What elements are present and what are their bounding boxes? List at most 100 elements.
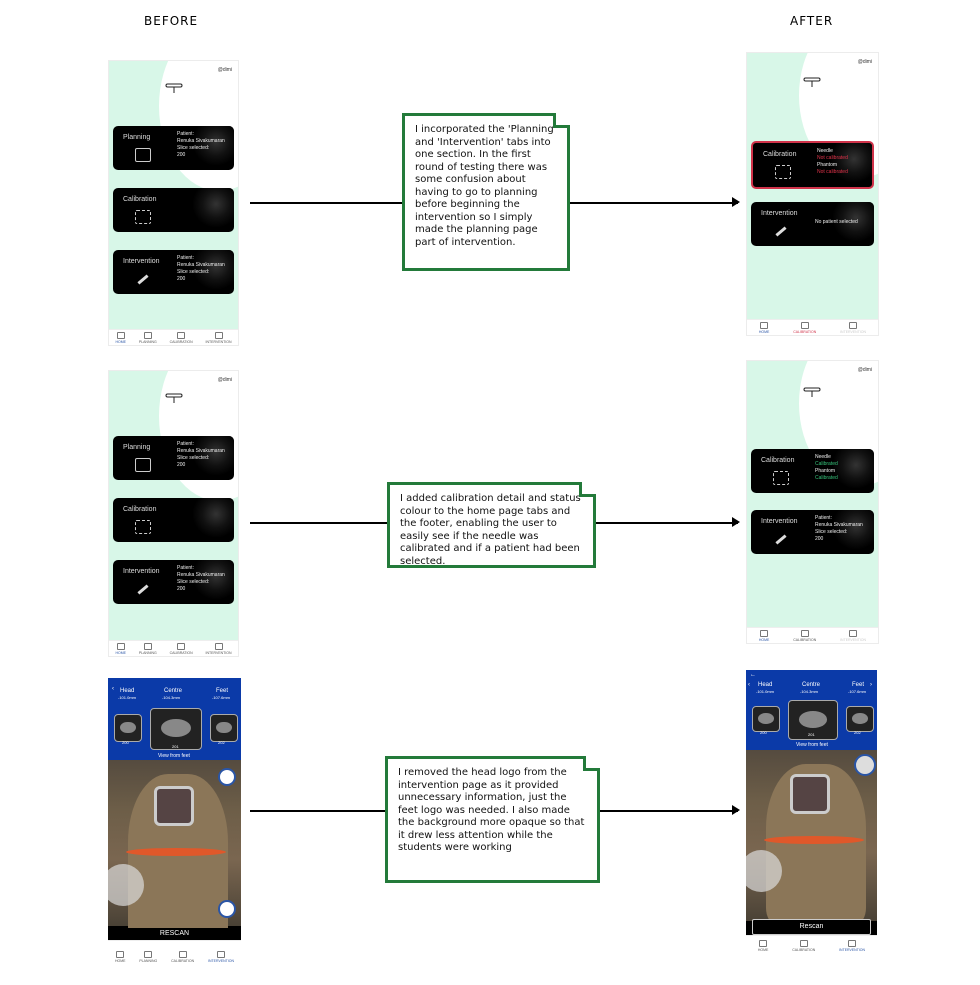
next-chevron-icon[interactable]: ›	[870, 682, 872, 688]
note-3: I removed the head logo from the interve…	[385, 756, 600, 883]
body-orientation-icon	[108, 864, 144, 906]
planning-card[interactable]: Planning Patient:Renuka Sivakumaran Slic…	[113, 126, 234, 170]
nav-calibration[interactable]: CALIBRATION	[170, 643, 193, 655]
needle-guide-device	[790, 774, 830, 814]
intervention-card[interactable]: Intervention Patient:Renuka Sivakumaran …	[751, 510, 874, 554]
nav-calibration[interactable]: CALIBRATION	[170, 332, 193, 344]
arrow-3-left	[250, 810, 385, 812]
intervention-card[interactable]: Intervention Patient:Renuka Sivakumaran …	[113, 560, 234, 604]
app-logo	[165, 83, 183, 93]
feet-icon[interactable]	[854, 754, 876, 776]
arrow-1-left	[250, 202, 402, 204]
prev-chevron-icon[interactable]: ‹	[748, 682, 750, 688]
syringe-icon	[135, 272, 149, 284]
centre-label: Centre	[164, 688, 183, 694]
feet-icon[interactable]	[218, 900, 236, 918]
intervention-card[interactable]: Intervention No patient selected	[751, 202, 874, 246]
footer-nav: HOME PLANNING CALIBRATION INTERVENTION	[109, 329, 238, 345]
slice-thumb-prev[interactable]	[114, 714, 142, 742]
nav-home[interactable]: HOME	[759, 322, 770, 334]
qr-icon	[135, 520, 151, 534]
nav-home[interactable]: HOME	[758, 940, 769, 952]
syringe-icon	[135, 582, 149, 594]
back-arrow-icon[interactable]: ←	[750, 672, 756, 678]
arrow-1-head	[732, 197, 740, 207]
qr-icon	[773, 471, 789, 485]
planning-card[interactable]: Planning Patient:Renuka Sivakumaran Slic…	[113, 436, 234, 480]
body-orientation-icon	[746, 850, 782, 892]
centre-label: Centre	[802, 682, 821, 688]
footer-nav: HOME CALIBRATION INTERVENTION	[747, 319, 878, 335]
nav-home[interactable]: HOME	[115, 332, 126, 344]
user-handle: @dimi	[217, 67, 232, 73]
nav-calibration[interactable]: CALIBRATION	[793, 630, 816, 642]
footer-nav: HOME PLANNING CALIBRATION INTERVENTION	[109, 640, 238, 656]
after-scan-screen: ← ‹ Head -101.0mm Centre -104.3mm Feet -…	[746, 670, 877, 953]
slice-thumb-prev[interactable]	[752, 706, 780, 732]
app-logo	[165, 393, 183, 403]
head-label: Head	[120, 688, 135, 694]
before-home-phone-1: @dimi Planning Patient:Renuka Sivakumara…	[108, 60, 239, 346]
nav-intervention[interactable]: INTERVENTION	[208, 951, 234, 963]
nav-home[interactable]: HOME	[115, 643, 126, 655]
note-2: I added calibration detail and status co…	[387, 482, 596, 568]
nav-calibration[interactable]: CALIBRATION	[792, 940, 815, 952]
eye-icon[interactable]	[218, 768, 236, 786]
arrow-1-right	[570, 202, 738, 204]
rescan-button[interactable]: RESCAN	[112, 928, 237, 940]
nav-planning[interactable]: PLANNING	[139, 332, 157, 344]
arrow-3-head	[732, 805, 740, 815]
slice-thumb-next[interactable]	[846, 706, 874, 732]
qr-icon	[135, 210, 151, 224]
rescan-button[interactable]: Rescan	[752, 919, 871, 935]
arrow-2-right	[596, 522, 738, 524]
arrow-3-right	[600, 810, 738, 812]
back-chevron-icon[interactable]: ‹	[112, 686, 114, 692]
before-scan-screen: ‹ Head -101.0mm Centre -104.3mm Feet -10…	[108, 678, 241, 964]
footer-nav: HOME PLANNING CALIBRATION INTERVENTION	[108, 940, 241, 964]
calibration-card[interactable]: Calibration	[113, 498, 234, 542]
feet-label: Feet	[216, 688, 229, 694]
app-logo	[803, 77, 821, 87]
nav-intervention[interactable]: INTERVENTION	[206, 643, 232, 655]
nav-intervention[interactable]: INTERVENTION	[840, 322, 866, 334]
feet-label: Feet	[852, 682, 865, 688]
monitor-icon	[135, 458, 151, 472]
slice-thumb-next[interactable]	[210, 714, 238, 742]
qr-icon	[775, 165, 791, 179]
slice-thumb-current[interactable]	[150, 708, 202, 750]
user-handle: @dimi	[857, 59, 872, 65]
nav-home[interactable]: HOME	[759, 630, 770, 642]
head-label: Head	[758, 682, 773, 688]
app-logo	[803, 387, 821, 397]
nav-intervention[interactable]: INTERVENTION	[840, 630, 866, 642]
syringe-icon	[773, 224, 787, 236]
after-heading: AFTER	[790, 14, 834, 28]
nav-planning[interactable]: PLANNING	[139, 643, 157, 655]
monitor-icon	[135, 148, 151, 162]
user-handle: @dimi	[857, 367, 872, 373]
nav-planning[interactable]: PLANNING	[139, 951, 157, 963]
nav-home[interactable]: HOME	[115, 951, 126, 963]
nav-intervention[interactable]: INTERVENTION	[839, 940, 865, 952]
arrow-2-left	[250, 522, 388, 524]
needle-guide-device	[154, 786, 194, 826]
syringe-icon	[773, 532, 787, 544]
footer-nav: HOME CALIBRATION INTERVENTION	[747, 627, 878, 643]
note-1: I incorporated the 'Planning' and 'Inter…	[402, 113, 570, 271]
user-handle: @dimi	[217, 377, 232, 383]
nav-calibration[interactable]: CALIBRATION	[793, 322, 816, 334]
nav-intervention[interactable]: INTERVENTION	[206, 332, 232, 344]
slice-thumb-current[interactable]	[788, 700, 838, 740]
arrow-2-head	[732, 517, 740, 527]
calibration-card[interactable]: Calibration	[113, 188, 234, 232]
footer-nav: HOME CALIBRATION INTERVENTION	[746, 935, 877, 953]
nav-calibration[interactable]: CALIBRATION	[171, 951, 194, 963]
before-heading: BEFORE	[144, 14, 199, 28]
before-home-phone-2: @dimi Planning Patient:Renuka Sivakumara…	[108, 370, 239, 657]
intervention-card[interactable]: Intervention Patient:Renuka Sivakumaran …	[113, 250, 234, 294]
